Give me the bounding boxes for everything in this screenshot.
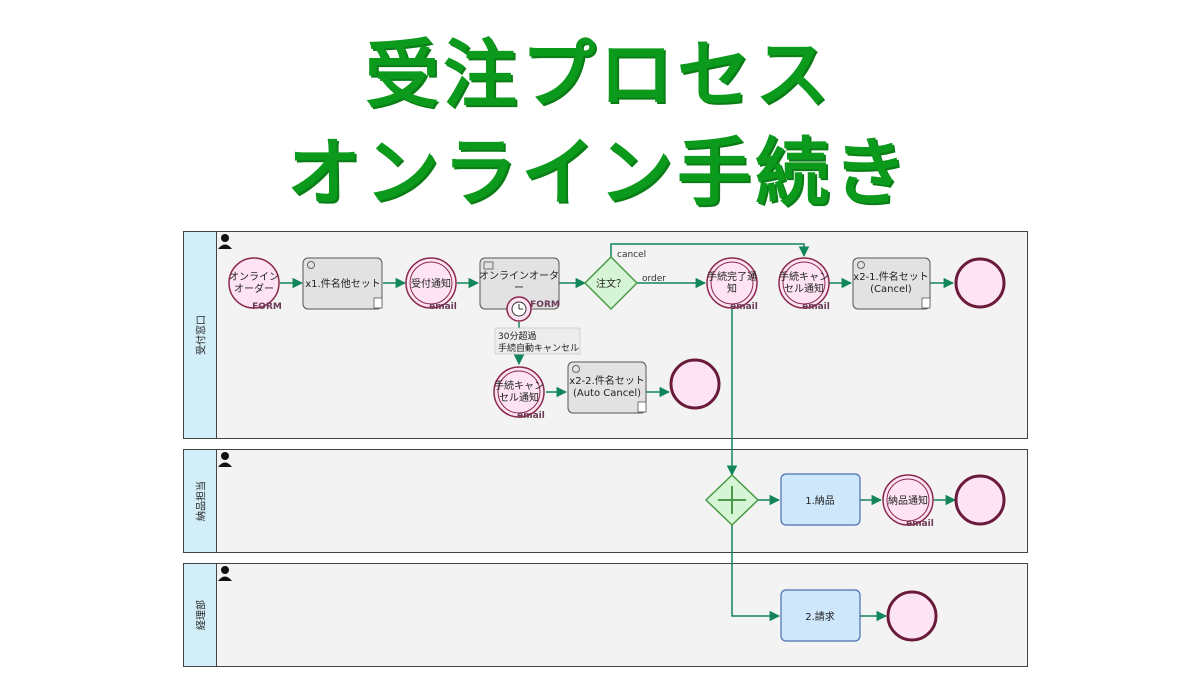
svg-text:納品通知: 納品通知 [888,494,928,507]
person-icon [218,452,232,467]
svg-text:1.納品: 1.納品 [805,494,835,507]
task-x2-2-auto-cancel[interactable]: x2-2.件名セット (Auto Cancel) [567,361,647,414]
lane-label: 経理部 [184,564,217,666]
svg-text:x2-1.件名セット: x2-1.件名セット [853,270,928,283]
svg-text:オンラインオータ: オンラインオータ [479,270,559,282]
flow-cancel[interactable] [610,243,810,258]
envelope-icon [483,261,494,270]
email-tag: email [517,411,545,421]
end-event-auto-cancel[interactable] [669,358,721,410]
email-tag: email [730,302,758,312]
svg-text:オンライン: オンライン [229,271,279,283]
form-tag: FORM [530,300,560,310]
form-tag: FORM [252,302,282,312]
svg-text:30分超過: 30分超過 [498,330,536,342]
svg-text:手続キャン: 手続キャン [494,379,544,392]
timer-icon [506,296,532,322]
end-event-delivery[interactable] [954,474,1006,526]
task-online-order[interactable]: オンラインオータ ー FORM [479,257,560,322]
timer-annotation: 30分超過 手続自動キャンセル [494,327,581,355]
svg-text:受付通知: 受付通知 [411,277,451,290]
lane-label: 受付窓口 [184,232,217,438]
svg-text:手続完了通: 手続完了通 [707,270,757,283]
sequence-flows [280,243,957,622]
svg-text:x1.件名他セット: x1.件名他セット [305,277,380,290]
calculator-icon [373,297,383,309]
calculator-icon [921,297,931,309]
lane-label: 納品担当 [184,450,217,552]
task-x2-1-cancel[interactable]: x2-1.件名セット (Cancel) [852,257,931,310]
event-delivery-notice[interactable]: 納品通知 email [882,474,934,529]
task-delivery[interactable]: 1.納品 [780,473,861,526]
end-event-cancel[interactable] [954,257,1006,309]
task-x1-set-subject[interactable]: x1.件名他セット [302,257,383,310]
calculator-icon [637,401,647,413]
person-icon [218,234,232,249]
end-event-billing[interactable] [886,590,938,642]
gear-icon [307,261,315,269]
svg-text:手続自動キャンセル: 手続自動キャンセル [498,342,579,354]
svg-text:ー: ー [514,283,524,294]
svg-text:2.請求: 2.請求 [805,610,835,623]
svg-text:注文？: 注文？ [596,277,626,290]
svg-text:知: 知 [727,282,737,295]
event-receipt-notice[interactable]: 受付通知 email [405,257,457,312]
flow-label-cancel: cancel [617,250,646,260]
email-tag: email [906,519,934,529]
email-tag: email [802,302,830,312]
svg-text:(Auto Cancel): (Auto Cancel) [573,388,641,399]
svg-text:オーダー: オーダー [234,282,274,295]
gear-icon [857,261,865,269]
person-icon [218,566,232,581]
gear-icon [572,365,580,373]
svg-text:(Cancel): (Cancel) [870,284,912,295]
page-title-line2: オンライン手続き [287,130,911,216]
parallel-gateway[interactable] [704,473,760,527]
svg-text:手続キャン: 手続キャン [779,270,829,283]
flow-parallel-to-billing[interactable] [731,525,781,622]
svg-text:セル通知: セル通知 [499,391,539,404]
event-completion-notice[interactable]: 手続完了通 知 email [706,257,758,312]
flow-label-order: order [642,274,666,284]
gateway-order-decision[interactable]: 注文？ [583,255,639,311]
email-tag: email [429,302,457,312]
svg-text:セル通知: セル通知 [784,282,824,295]
page-title-line1: 受注プロセス [365,32,833,118]
event-auto-cancel-notice[interactable]: 手続キャン セル通知 email [493,366,545,421]
task-billing[interactable]: 2.請求 [780,589,861,642]
svg-text:x2-2.件名セット: x2-2.件名セット [569,374,644,387]
event-cancel-notice[interactable]: 手続キャン セル通知 email [778,257,830,312]
start-event-online-order[interactable]: オンライン オーダー FORM [228,257,282,312]
